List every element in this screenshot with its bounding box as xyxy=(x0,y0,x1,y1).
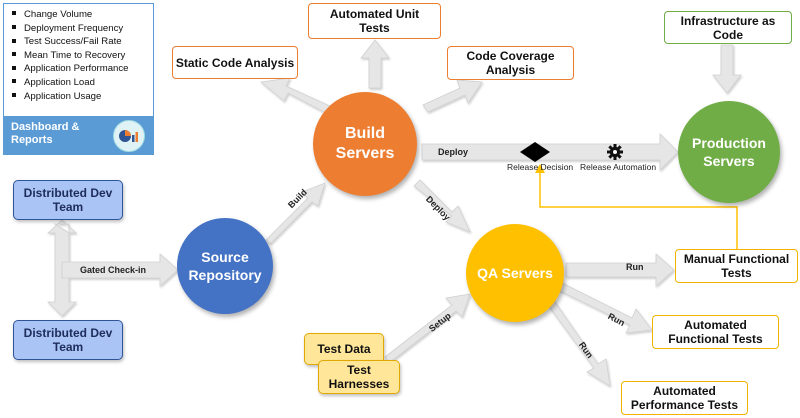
release-feedback-line xyxy=(539,170,738,250)
gated-checkin-label: Gated Check-in xyxy=(80,265,147,275)
dev-team-box-top: Distributed Dev Team xyxy=(13,180,123,220)
metric-item: Application Performance xyxy=(4,62,153,76)
metric-label: Application Usage xyxy=(24,90,102,102)
source-repository-node: Source Repository xyxy=(177,218,273,314)
dev-team-label-line2: Team xyxy=(52,200,84,214)
production-servers-label-line1: Production xyxy=(692,135,766,151)
dashboard-title-line2: Reports xyxy=(11,134,53,146)
infrastructure-box: Infrastructure as Code xyxy=(664,11,792,44)
unit-tests-box: Automated Unit Tests xyxy=(308,3,441,39)
manual-tests-label-line2: Tests xyxy=(721,266,752,280)
infra-arrow xyxy=(712,44,742,94)
dashboard-title-line1: Dashboard & xyxy=(11,121,80,133)
functional-tests-label-line2: Functional Tests xyxy=(668,332,763,346)
metric-label: Deployment Frequency xyxy=(24,22,124,34)
unit-tests-label-line2: Tests xyxy=(359,21,390,35)
code-coverage-box: Code Coverage Analysis xyxy=(447,46,574,80)
infrastructure-label-line2: Code xyxy=(713,27,743,42)
source-repository-label-line1: Source xyxy=(201,249,249,265)
run-performance-arrow xyxy=(541,291,611,387)
metric-item: Application Usage xyxy=(4,90,153,104)
unit-tests-label-line1: Automated Unit xyxy=(329,7,420,21)
static-analysis-box: Static Code Analysis xyxy=(172,46,298,79)
manual-tests-box: Manual Functional Tests xyxy=(675,249,798,283)
infrastructure-label-line1: Infrastructure as xyxy=(680,13,776,28)
static-analysis-arrow xyxy=(260,77,331,114)
run-manual-label: Run xyxy=(626,262,644,272)
qa-servers-node: QA Servers xyxy=(466,224,564,322)
coverage-arrow xyxy=(422,79,483,113)
code-coverage-label-line2: Analysis xyxy=(485,63,536,77)
release-decision-label: Release Decision xyxy=(507,162,574,172)
static-analysis-label: Static Code Analysis xyxy=(175,55,295,70)
metric-label: Change Volume xyxy=(24,9,93,20)
unit-tests-arrow xyxy=(360,39,390,89)
build-arrow xyxy=(265,182,326,245)
dev-team-label-line1: Distributed Dev xyxy=(23,186,113,200)
build-servers-label-line2: Servers xyxy=(335,145,395,162)
metric-item: Deployment Frequency xyxy=(4,22,153,36)
deploy-qa-arrow xyxy=(413,179,471,233)
production-servers-node: Production Servers xyxy=(678,101,780,203)
metric-label: Application Performance xyxy=(24,63,129,75)
setup-arrow xyxy=(384,293,471,364)
qa-servers-label: QA Servers xyxy=(477,265,553,281)
release-decision-diamond xyxy=(520,142,550,162)
metric-item: Change Volume xyxy=(4,8,153,22)
metric-item: Mean Time to Recovery xyxy=(4,49,153,63)
dashboard-chart-icon xyxy=(113,120,145,152)
metric-label: Mean Time to Recovery xyxy=(24,49,126,61)
release-automation-label: Release Automation xyxy=(580,162,657,172)
build-servers-node: Build Servers xyxy=(313,92,417,196)
metric-label: Application Load xyxy=(24,76,95,88)
release-feedback-arrowhead xyxy=(535,164,545,173)
test-harnesses-box: Test Harnesses xyxy=(318,360,400,394)
metric-label: Test Success/Fail Rate xyxy=(24,36,122,48)
dev-team-label-line1: Distributed Dev xyxy=(23,326,113,340)
performance-tests-box: Automated Performance Tests xyxy=(621,381,748,415)
production-servers-label-line2: Servers xyxy=(703,153,755,169)
functional-tests-label-line1: Automated xyxy=(684,318,747,332)
metric-item: Test Success/Fail Rate xyxy=(4,35,153,49)
test-harnesses-label-line2: Harnesses xyxy=(328,377,390,391)
performance-tests-label-line1: Automated xyxy=(653,384,716,398)
source-repository-label-line2: Repository xyxy=(188,267,262,283)
performance-tests-label-line2: Performance Tests xyxy=(630,398,739,412)
dashboard-panel: Change Volume Deployment Frequency Test … xyxy=(3,3,154,155)
run-manual-arrow xyxy=(565,253,675,287)
build-servers-label-line1: Build xyxy=(345,125,385,142)
deploy-prod-label: Deploy xyxy=(438,147,469,157)
run-functional-arrow xyxy=(557,282,653,334)
gear-icon xyxy=(607,144,623,160)
metrics-list: Change Volume Deployment Frequency Test … xyxy=(4,4,153,103)
dashboard-title: Dashboard & Reports xyxy=(4,116,153,154)
test-data-label: Test Data xyxy=(317,342,371,356)
functional-tests-box: Automated Functional Tests xyxy=(652,315,779,349)
metric-item: Application Load xyxy=(4,76,153,90)
test-harnesses-label-line1: Test xyxy=(347,363,371,377)
test-data-box: Test Data xyxy=(304,333,384,365)
manual-tests-label-line1: Manual Functional xyxy=(683,252,790,266)
dev-team-box-bottom: Distributed Dev Team xyxy=(13,320,123,360)
gated-checkin-arrow xyxy=(61,253,179,287)
dev-team-label-line2: Team xyxy=(52,340,84,354)
code-coverage-label-line1: Code Coverage xyxy=(466,49,555,63)
